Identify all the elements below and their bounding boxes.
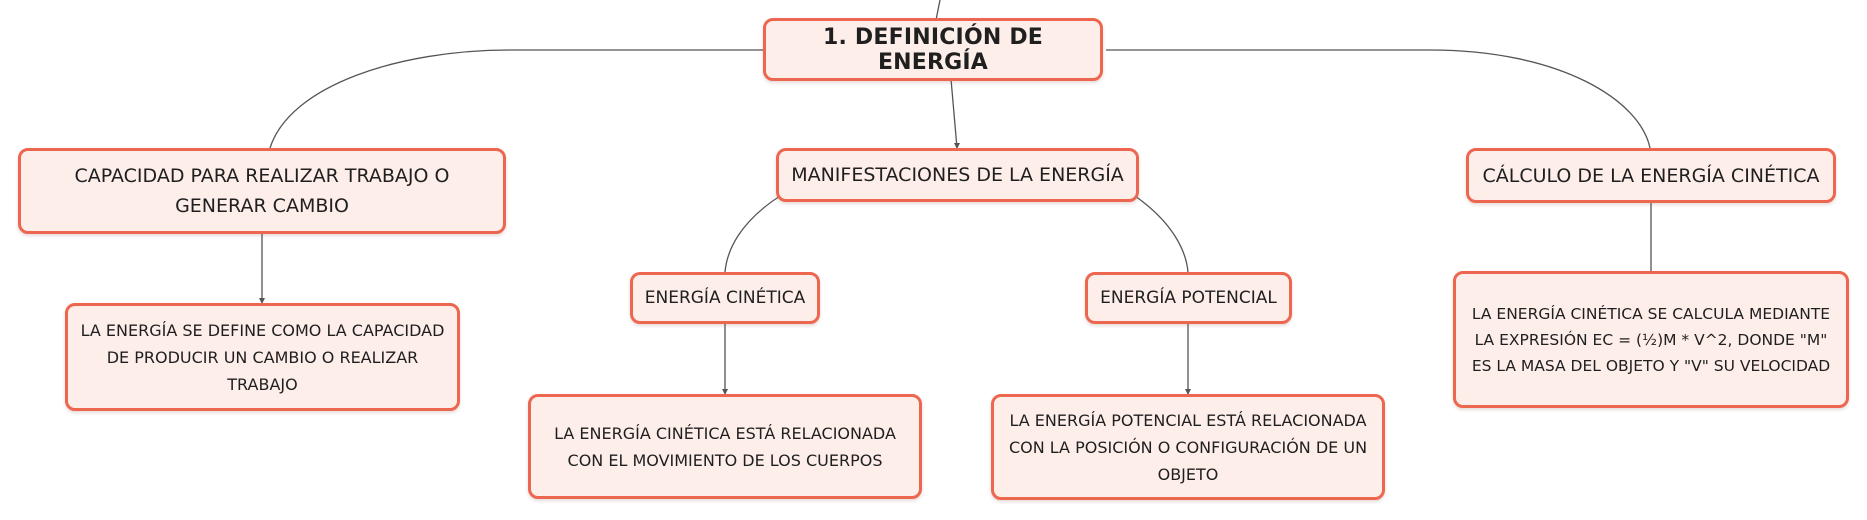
arrowhead-manifestaciones	[954, 143, 960, 149]
arrowhead-potencial-detail	[1185, 389, 1191, 395]
connector-root-to-calculo	[1106, 49, 1651, 149]
node-calculo-detail-text: La energía cinética se calcula mediante …	[1471, 304, 1831, 375]
node-energia-potencial[interactable]: Energía potencial	[1085, 272, 1292, 324]
node-manifestaciones[interactable]: Manifestaciones de la energía	[776, 148, 1139, 202]
root-node[interactable]: 1. Definición de energía	[763, 18, 1103, 81]
connector-root-incoming	[935, 0, 941, 21]
node-energia-potencial-detail[interactable]: La energía potencial está relacionada co…	[991, 394, 1385, 500]
node-energia-potencial-detail-text: La energía potencial está relacionada co…	[1008, 410, 1368, 484]
node-capacidad-detail-text: La energía se define como la capacidad d…	[80, 320, 445, 394]
node-calculo-label: Cálculo de la energía cinética	[1482, 164, 1820, 187]
root-node-label: 1. Definición de energía	[822, 24, 1044, 75]
node-capacidad-label: Capacidad para realizar trabajo o genera…	[74, 165, 450, 217]
arrowhead-capacidad-detail	[259, 298, 265, 304]
connector-root-to-manifestaciones	[950, 78, 958, 149]
node-energia-cinetica-detail[interactable]: La energía cinética está relacionada con…	[528, 394, 922, 499]
arrowhead-cinetica-detail	[722, 389, 728, 395]
node-energia-potencial-label: Energía potencial	[1100, 287, 1277, 308]
node-manifestaciones-label: Manifestaciones de la energía	[791, 164, 1124, 186]
node-capacidad-detail[interactable]: La energía se define como la capacidad d…	[65, 303, 460, 411]
node-calculo[interactable]: Cálculo de la energía cinética	[1466, 148, 1836, 203]
connector-manifestaciones-to-cinetica	[724, 195, 781, 273]
connector-root-to-capacidad	[269, 49, 765, 149]
node-capacidad[interactable]: Capacidad para realizar trabajo o genera…	[18, 148, 506, 234]
node-energia-cinetica[interactable]: Energía cinética	[630, 272, 820, 324]
node-calculo-detail[interactable]: La energía cinética se calcula mediante …	[1453, 271, 1849, 408]
connector-manifestaciones-to-potencial	[1134, 195, 1189, 273]
node-energia-cinetica-detail-text: La energía cinética está relacionada con…	[554, 423, 896, 470]
node-energia-cinetica-label: Energía cinética	[644, 287, 806, 308]
